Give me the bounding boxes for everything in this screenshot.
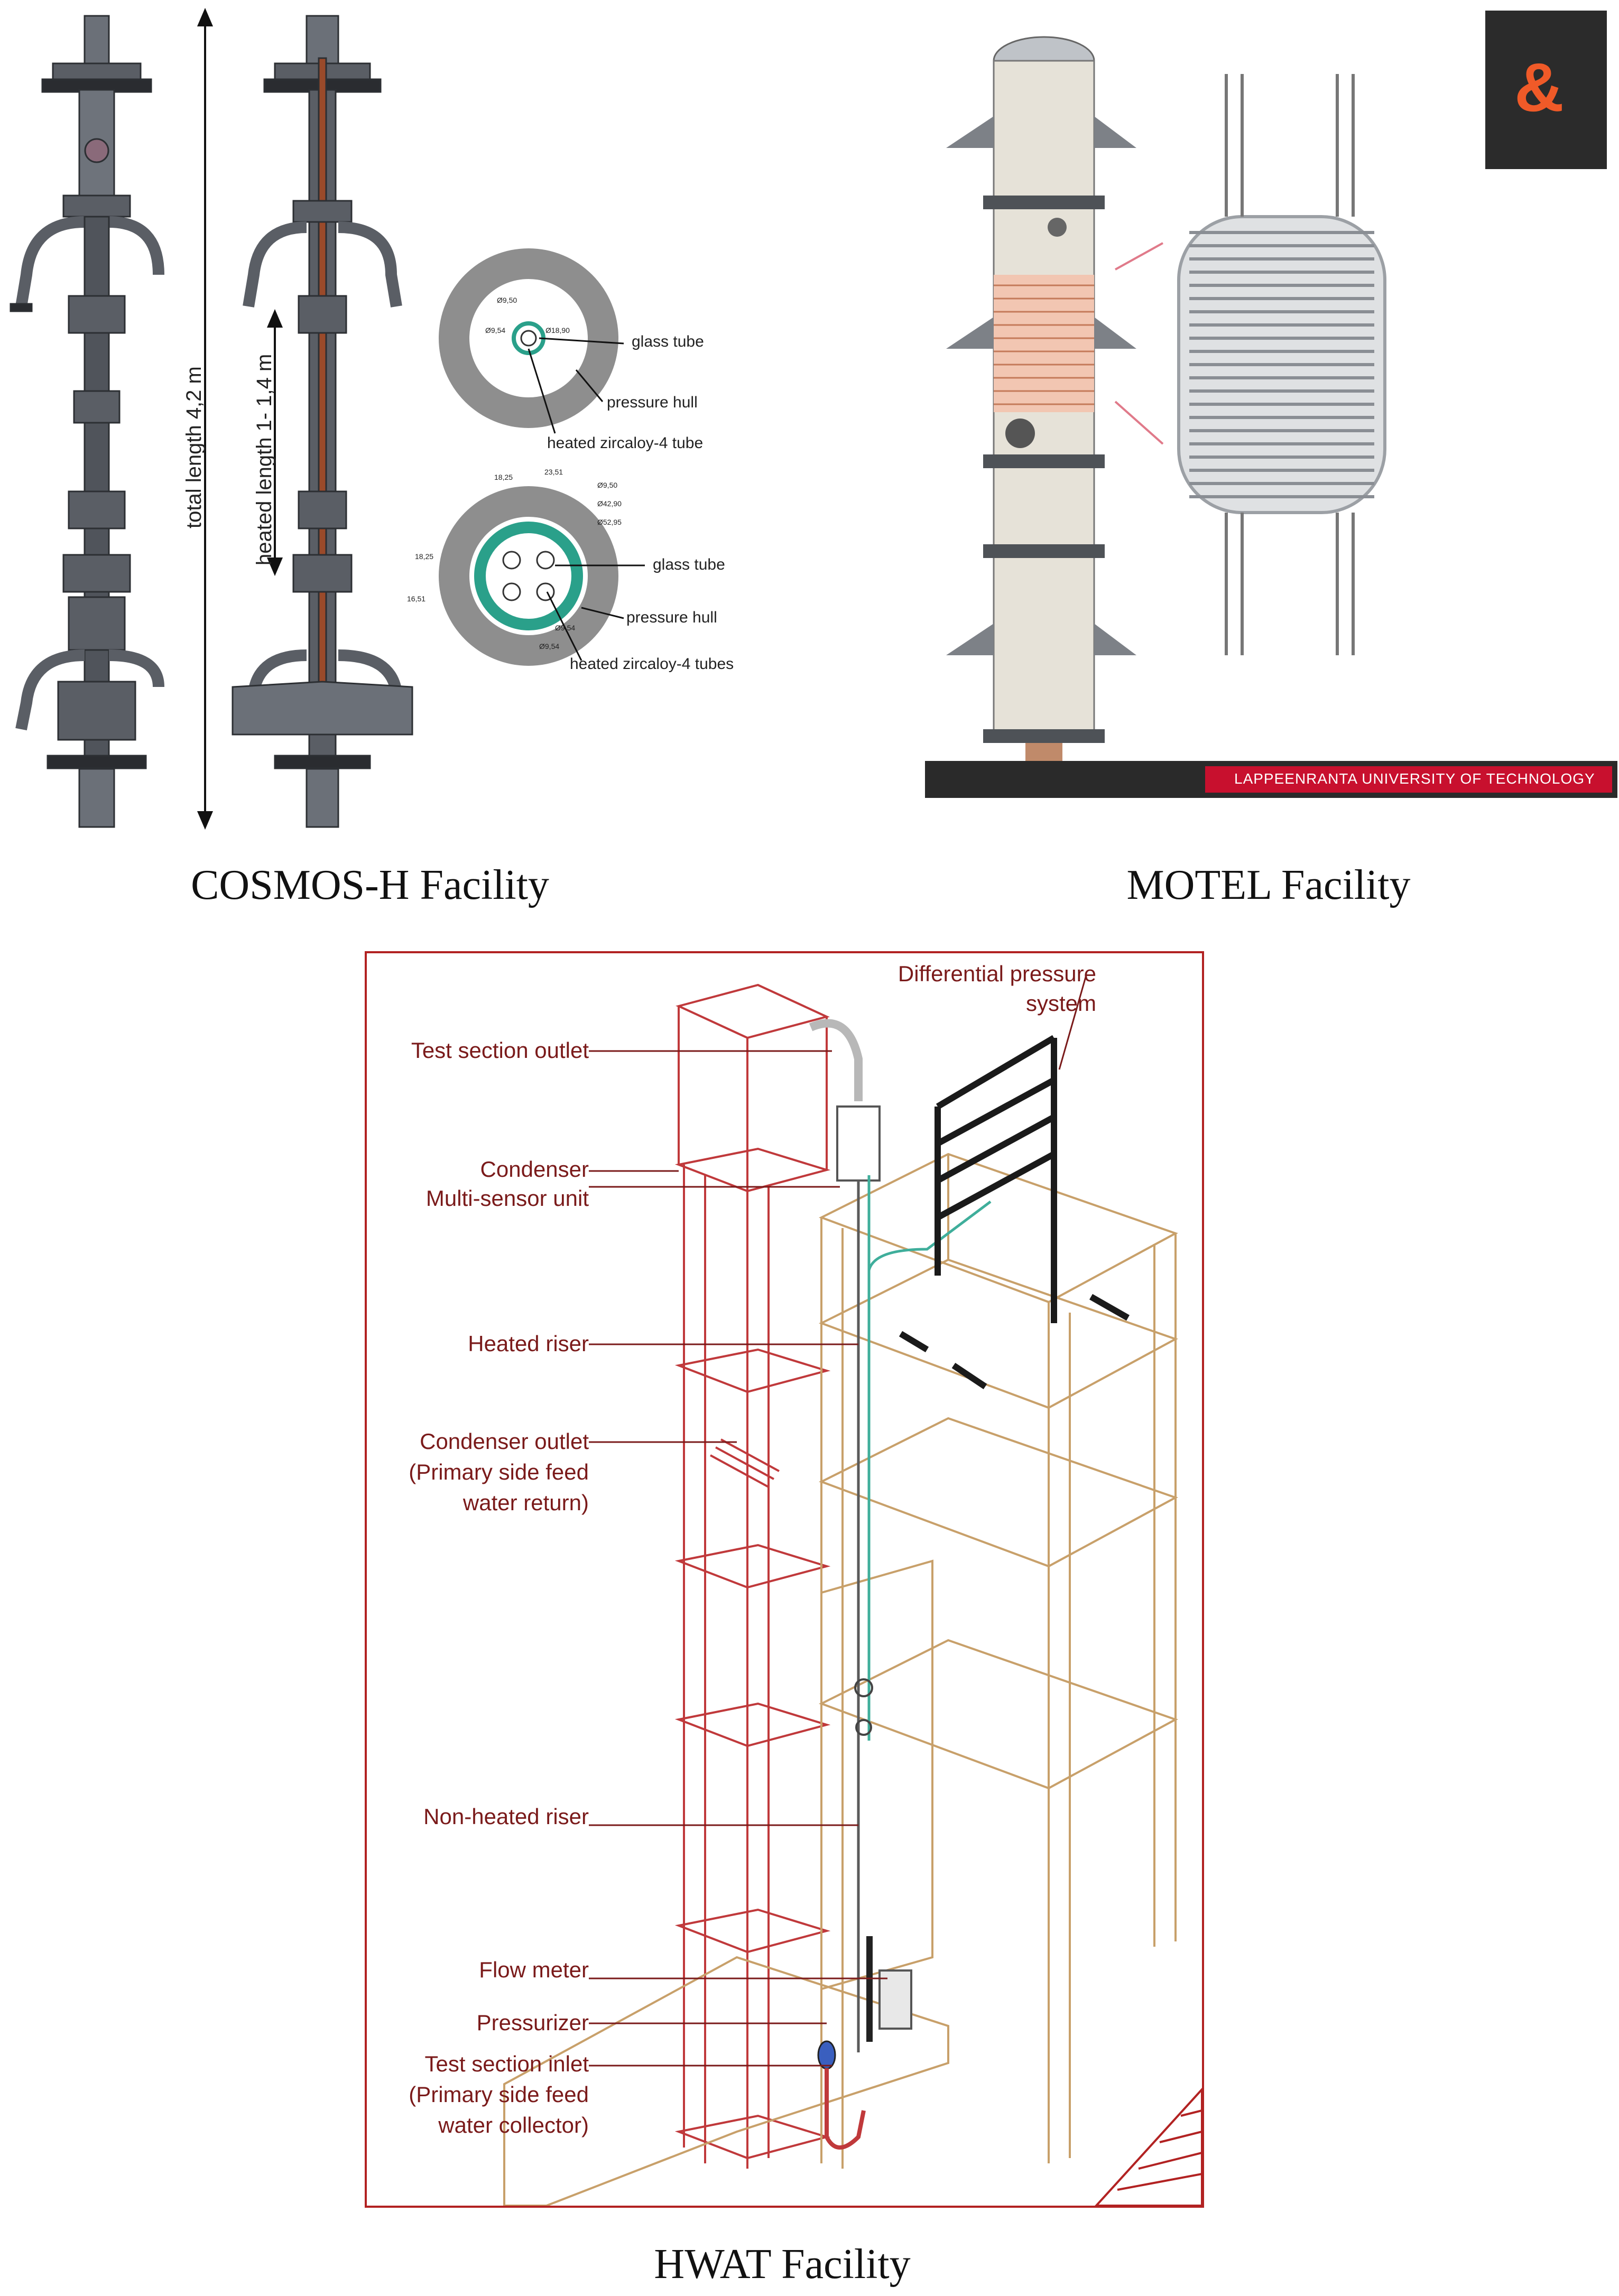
cosmos-s1-dim-3: Ø18,90 <box>545 326 570 334</box>
cosmos-s2-dim-2: 23,51 <box>544 468 563 476</box>
hwat-label-differential-pressure-2: system <box>1025 991 1096 1016</box>
hwat-label-condenser-outlet-3: water return) <box>462 1490 589 1515</box>
cosmos-caption: COSMOS-H Facility <box>191 862 549 908</box>
cosmos-panel: total length 4,2 m heated length 1- 1,4 … <box>0 0 761 835</box>
motel-drawing <box>925 11 1617 798</box>
cosmos-s1-dim-2: Ø9,54 <box>485 326 506 334</box>
cosmos-heated-length-label: heated length 1- 1,4 m <box>253 354 276 565</box>
hwat-label-multi-sensor-unit: Multi-sensor unit <box>425 1186 589 1211</box>
hwat-stairs <box>1094 2086 1203 2207</box>
cosmos-s2-dim-1: 18,25 <box>494 473 513 481</box>
cosmos-s1-dim-1: Ø9,50 <box>497 296 517 304</box>
cosmos-s1-label-hull: pressure hull <box>607 394 698 411</box>
cosmos-total-length-label: total length 4,2 m <box>182 366 206 528</box>
cosmos-external-assembly <box>10 15 164 828</box>
hwat-label-test-section-inlet-2: (Primary side feed <box>409 2082 589 2107</box>
cosmos-s2-dim-8: 16,51 <box>407 594 426 603</box>
cosmos-s2-label-glass: glass tube <box>653 556 725 573</box>
motel-banner-text: LAPPEENRANTA UNIVERSITY OF TECHNOLOGY <box>1234 770 1595 787</box>
hwat-condenser-tower <box>674 983 831 2169</box>
motel-panel: & LAPPEENRANTA UNIVERSITY OF TECHNOLOGY <box>925 11 1617 798</box>
cosmos-s1-label-glass: glass tube <box>632 333 704 350</box>
motel-logo-box <box>1485 11 1607 169</box>
hwat-label-pressurizer: Pressurizer <box>476 2010 589 2035</box>
cosmos-cutaway-assembly <box>232 15 413 828</box>
cosmos-cross-section-1 <box>439 248 624 434</box>
motel-vessel <box>946 36 1136 775</box>
cosmos-s2-dim-7: 18,25 <box>415 552 434 561</box>
cosmos-s2-dim-3: Ø9,50 <box>597 481 618 489</box>
hwat-label-differential-pressure: Differential pressure <box>898 961 1096 986</box>
cosmos-s2-label-zircaloy: heated zircaloy-4 tubes <box>570 655 734 673</box>
hwat-label-non-heated-riser: Non-heated riser <box>423 1804 589 1829</box>
hwat-label-heated-riser: Heated riser <box>468 1331 589 1356</box>
cosmos-heated-length-arrow <box>266 309 283 577</box>
cosmos-s1-label-zircaloy: heated zircaloy-4 tube <box>547 434 704 452</box>
hwat-label-condenser-outlet: Condenser outlet <box>420 1429 589 1454</box>
motel-caption: MOTEL Facility <box>1126 862 1411 908</box>
cosmos-s2-dim-5: Ø52,95 <box>597 518 622 526</box>
hwat-label-test-section-inlet-3: water collector) <box>438 2113 589 2137</box>
hwat-drawing <box>503 977 1203 2207</box>
cosmos-s2-dim-6: Ø9,54 <box>555 624 576 632</box>
hwat-label-flow-meter: Flow meter <box>479 1957 589 1982</box>
cosmos-drawing <box>10 7 645 830</box>
cosmos-s2-dim-9: Ø9,54 <box>539 642 560 650</box>
hwat-test-section <box>809 1019 992 2150</box>
cosmos-total-length-arrow <box>197 7 214 830</box>
cosmos-cross-section-2 <box>439 486 645 666</box>
motel-logo: & <box>1514 49 1564 126</box>
hwat-caption: HWAT Facility <box>654 2241 911 2288</box>
hwat-label-condenser-outlet-2: (Primary side feed <box>409 1460 589 1484</box>
motel-coil <box>1177 74 1386 655</box>
cosmos-s2-dim-4: Ø42,90 <box>597 499 622 508</box>
hwat-support-frame <box>503 1152 1178 2207</box>
hwat-label-test-section-inlet: Test section inlet <box>424 2051 589 2076</box>
hwat-label-condenser: Condenser <box>480 1157 589 1182</box>
hwat-label-test-section-outlet: Test section outlet <box>411 1038 589 1063</box>
hwat-differential-pressure-rack <box>899 1035 1130 1389</box>
cosmos-s2-label-hull: pressure hull <box>626 609 717 626</box>
hwat-panel: Test section outlet Condenser Multi-sens… <box>365 951 1204 2208</box>
hwat-leader-lines <box>589 977 1087 2067</box>
